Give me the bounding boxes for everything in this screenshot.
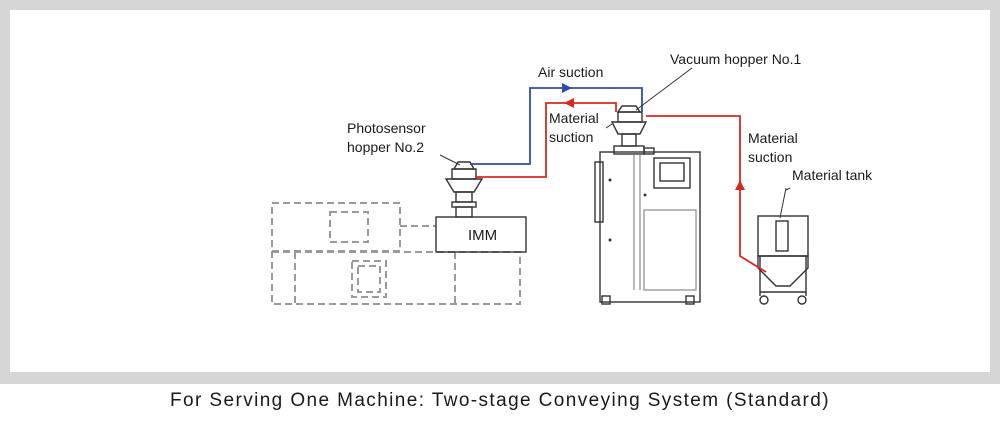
material-tank-unit xyxy=(757,215,809,305)
dehumidifying-dryer xyxy=(594,145,701,305)
material-suction-right-line2: suction xyxy=(748,149,792,165)
imm-window xyxy=(351,260,387,298)
diagram-caption: For Serving One Machine: Two-stage Conve… xyxy=(170,390,830,411)
air-suction-label: Air suction xyxy=(538,64,603,80)
injection-molding-machine xyxy=(271,202,521,305)
imm-injection-unit: IMM xyxy=(435,216,527,253)
imm-clamp-unit xyxy=(271,202,401,252)
material-suction-center-line1: Material xyxy=(549,110,599,126)
material-flow-arrow-top xyxy=(564,98,574,108)
vacuum-hopper-label: Vacuum hopper No.1 xyxy=(670,51,801,67)
control-screen xyxy=(659,162,685,182)
photosensor-label-line1: Photosensor xyxy=(347,120,426,136)
imm-label: IMM xyxy=(468,227,497,244)
material-tank-label: Material tank xyxy=(792,167,873,183)
imm-base xyxy=(271,251,521,305)
air-flow-arrow xyxy=(562,83,572,93)
leader-lines xyxy=(439,67,791,219)
vacuum-hopper-no1 xyxy=(610,105,648,147)
material-flow-arrow-right xyxy=(735,180,745,190)
imm-mold xyxy=(329,211,369,243)
photosensor-hopper xyxy=(444,161,484,218)
photosensor-label-line2: hopper No.2 xyxy=(347,139,424,155)
material-suction-line xyxy=(476,98,767,273)
air-suction-line xyxy=(470,83,643,165)
control-panel xyxy=(653,157,691,189)
conveying-system-diagram: IMM xyxy=(271,51,873,305)
material-suction-center-line2: suction xyxy=(549,129,593,145)
diagram-panel xyxy=(10,10,990,372)
material-suction-right-line1: Material xyxy=(748,130,798,146)
